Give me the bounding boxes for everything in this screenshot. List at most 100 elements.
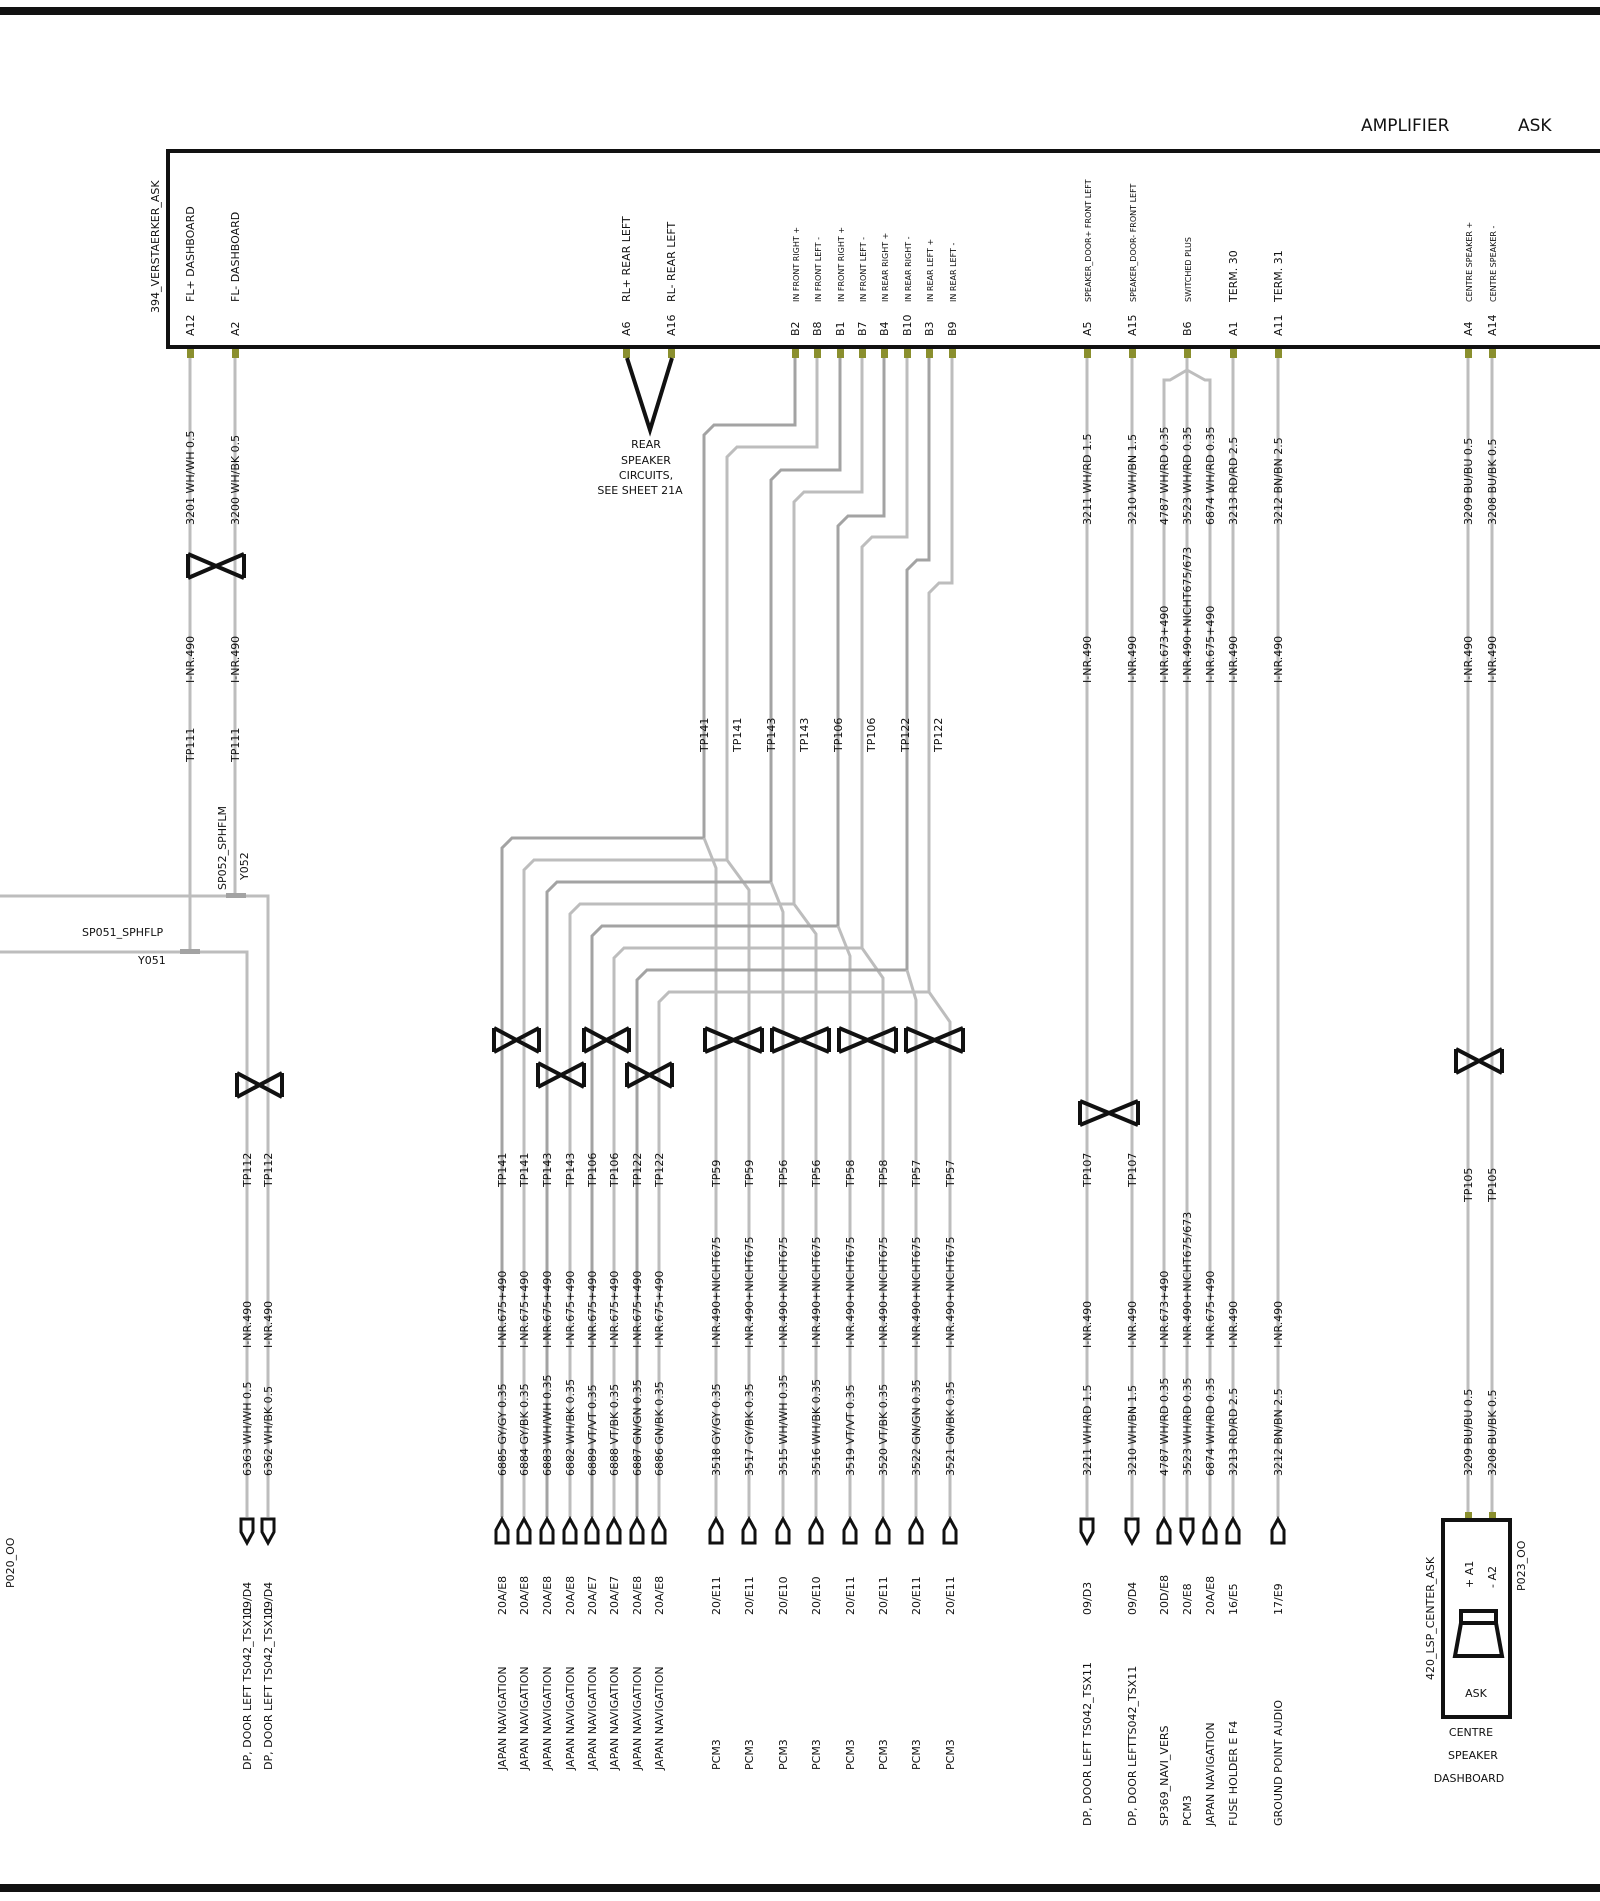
lower-dest-label-14: PCM3	[844, 1739, 857, 1770]
pin-id-A6: A6	[620, 321, 633, 336]
wire-pcm-0	[702, 837, 718, 1517]
lower-grid-label-3: 20A/E8	[518, 1576, 531, 1615]
upper-nr-label-1: I-NR.490	[229, 636, 242, 683]
lower-nr-label-21: I-NR.490+NICHT675/673	[1181, 1212, 1194, 1348]
lower-dest-label-12: PCM3	[777, 1739, 790, 1770]
upper-nr-label-13: I-NR.490+NICHT675/673	[1181, 547, 1194, 683]
pin-label-A14: CENTRE SPEAKER -	[1489, 226, 1498, 303]
pin-id-B6: B6	[1181, 321, 1194, 336]
wire-pcm-1	[725, 859, 751, 1517]
upper-wire-label-14: 6874 WH/RD 0.35	[1204, 427, 1217, 525]
upper-wire-label-10: 3211 WH/RD 1.5	[1081, 434, 1094, 525]
wire-nav-2	[545, 358, 842, 1517]
upper-tp-label-2: TP141	[698, 718, 711, 753]
wire-terminations	[239, 1512, 1496, 1547]
terminal-18	[1079, 1517, 1095, 1547]
lower-dest-label-18: DP, DOOR LEFT TS042_TSX11	[1081, 1662, 1094, 1826]
lower-dest-label-20: SP369_NAVI_VERS	[1158, 1725, 1171, 1826]
pin-id-B3: B3	[923, 321, 936, 336]
pin-label-A12: FL+ DASHBOARD	[184, 206, 197, 302]
upper-tp-label-1: TP111	[229, 728, 242, 763]
upper-tp-label-9: TP122	[932, 718, 945, 753]
pin-terminal-B8	[814, 349, 821, 358]
lower-tp-label-3: TP141	[518, 1153, 531, 1188]
pin-terminal-A6	[623, 349, 630, 358]
pin-terminal-A15	[1129, 349, 1136, 358]
lower-nr-label-22: I-NR.675+490	[1204, 1271, 1217, 1348]
terminal-2	[494, 1515, 510, 1545]
wire-nav-5	[612, 358, 909, 1517]
centre-speaker-caption-1: CENTRE	[1449, 1726, 1493, 1739]
lower-wire-label-22: 6874 WH/RD 0.35	[1204, 1378, 1217, 1476]
lower-wire-label-4: 6883 WH/WH 0.35	[541, 1375, 554, 1476]
left-edge-ref: P020_OO	[4, 1537, 17, 1588]
pin-id-A11: A11	[1272, 314, 1285, 336]
upper-tp-label-7: TP106	[865, 718, 878, 753]
pin-label-A11: TERM. 31	[1272, 250, 1285, 303]
speaker-pin-dot-25	[1465, 1512, 1472, 1521]
lower-grid-label-6: 20A/E7	[586, 1576, 599, 1615]
pin-label-B8: IN FRONT LEFT -	[814, 237, 823, 302]
upper-nr-label-11: I-NR.490	[1126, 636, 1139, 683]
terminal-16	[908, 1515, 924, 1545]
lower-tp-label-5: TP143	[564, 1153, 577, 1188]
lower-wire-label-11: 3517 GY/BK 0.35	[743, 1383, 756, 1476]
rear-note-line-1: REAR	[631, 438, 661, 451]
pin-terminal-B1	[837, 349, 844, 358]
twist-tp59	[703, 1026, 764, 1054]
centre-speaker-box	[1441, 1518, 1512, 1719]
lower-wire-label-19: 3210 WH/BN 1.5	[1126, 1385, 1139, 1476]
lower-dest-label-19: DP, DOOR LEFTTS042_TSX11	[1126, 1666, 1139, 1826]
lower-grid-label-16: 20/E11	[910, 1576, 923, 1615]
pin-label-B9: IN REAR LEFT -	[949, 243, 958, 302]
lower-grid-label-12: 20/E10	[777, 1576, 790, 1615]
terminal-15	[875, 1515, 891, 1545]
lower-grid-label-11: 20/E11	[743, 1576, 756, 1615]
pin-label-A6: RL+ REAR LEFT	[620, 216, 633, 302]
pin-id-B8: B8	[811, 321, 824, 336]
lower-wire-label-9: 6886 GN/BK 0.35	[653, 1381, 666, 1476]
wire-nav-0	[500, 358, 797, 1517]
lower-tp-label-13: TP56	[810, 1160, 823, 1188]
pin-label-B10: IN REAR RIGHT -	[904, 236, 913, 302]
twist-tp122	[625, 1061, 674, 1089]
pin-label-B3: IN REAR LEFT +	[926, 239, 935, 302]
lower-grid-label-19: 09/D4	[1126, 1582, 1139, 1615]
pin-terminal-B7	[859, 349, 866, 358]
upper-wire-label-18: 3208 BU/BK 0.5	[1486, 438, 1499, 525]
wire-nav-4	[590, 358, 886, 1517]
rear-note-line-2: SPEAKER	[621, 454, 671, 467]
terminal-3	[516, 1515, 532, 1545]
lower-wire-label-23: 3213 RD/RD 2.5	[1227, 1388, 1240, 1476]
twist-tp107	[1078, 1099, 1140, 1127]
lower-grid-label-20: 20D/E8	[1158, 1575, 1171, 1615]
upper-tp-label-0: TP111	[184, 728, 197, 763]
lower-tp-label-0: TP112	[241, 1153, 254, 1188]
wire-pcm-7	[927, 991, 952, 1517]
pin-label-A15: SPEAKER_DOOR- FRONT LEFT	[1129, 183, 1138, 302]
lower-dest-label-11: PCM3	[743, 1739, 756, 1770]
lower-tp-label-4: TP143	[541, 1153, 554, 1188]
terminal-23	[1225, 1515, 1241, 1545]
lower-wire-label-24: 3212 BN/BN 2.5	[1272, 1388, 1285, 1476]
pin-terminal-A1	[1230, 349, 1237, 358]
twist-tp56	[770, 1026, 831, 1054]
lower-grid-label-9: 20A/E8	[653, 1576, 666, 1615]
lower-wire-label-20: 4787 WH/RD 0.35	[1158, 1378, 1171, 1476]
pin-terminal-A5	[1084, 349, 1091, 358]
lower-grid-label-17: 20/E11	[944, 1576, 957, 1615]
pin-id-A14: A14	[1486, 314, 1499, 336]
lower-wire-label-26: 3208 BU/BK 0.5	[1486, 1389, 1499, 1476]
speaker-pin-dot-26	[1489, 1512, 1496, 1521]
pin-label-B7: IN FRONT LEFT -	[859, 237, 868, 302]
terminal-12	[775, 1515, 791, 1545]
terminal-5	[562, 1515, 578, 1545]
lower-grid-label-0: 09/D4	[241, 1582, 254, 1615]
twist-tp57	[904, 1026, 965, 1054]
terminal-17	[942, 1515, 958, 1545]
lower-grid-label-23: 16/E5	[1227, 1583, 1240, 1615]
lower-nr-label-9: I-NR.675+490	[653, 1271, 666, 1348]
pin-id-A4: A4	[1462, 321, 1475, 336]
centre-speaker-caption-2: SPEAKER	[1448, 1749, 1498, 1762]
lower-tp-label-25: TP105	[1462, 1168, 1475, 1203]
